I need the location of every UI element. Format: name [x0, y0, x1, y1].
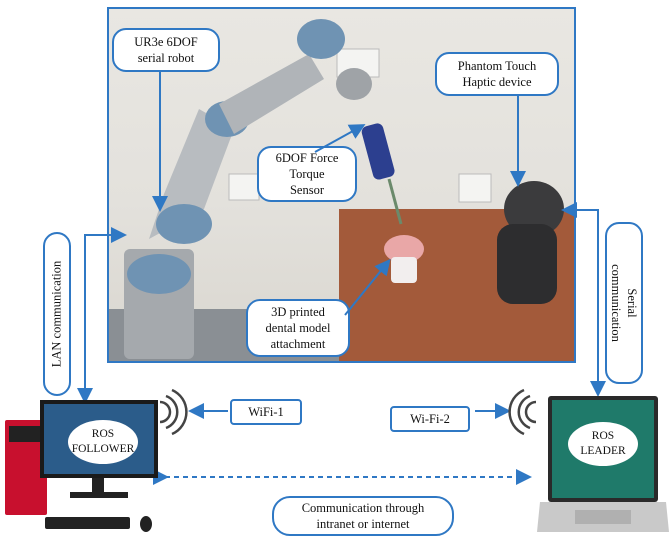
robot-upper-link — [219, 54, 324, 134]
robot-joint — [156, 204, 212, 244]
wifi-signal-icon — [159, 388, 188, 436]
serial-label: Serial communication — [605, 222, 643, 384]
dental-model — [384, 235, 424, 263]
lan-label: LAN communication — [43, 232, 71, 396]
serial-arrow — [561, 202, 599, 395]
keyboard-icon — [45, 517, 130, 529]
tool-probe — [387, 178, 403, 225]
dental-label: 3D printed dental model attachment — [246, 299, 350, 357]
haptic-base — [497, 224, 557, 304]
ft-sensor-label: 6DOF Force Torque Sensor — [257, 146, 357, 202]
wifi-signal-icon — [508, 388, 537, 436]
haptic-label: Phantom Touch Haptic device — [435, 52, 559, 96]
robot-joint — [127, 254, 191, 294]
lan-arrow-down — [77, 234, 125, 404]
network-label: Communication through intranet or intern… — [272, 496, 454, 536]
force-sensor — [361, 123, 395, 180]
robot-label: UR3e 6DOF serial robot — [112, 28, 220, 72]
ros-leader-label: ROS LEADER — [568, 422, 638, 466]
mouse-icon — [140, 516, 152, 532]
laptop-icon — [537, 396, 669, 532]
robot-joint — [297, 19, 345, 59]
robot-wrist — [336, 68, 372, 100]
lab-photo: UR3e 6DOF serial robot Phantom Touch Hap… — [107, 7, 576, 363]
wifi2-label: Wi-Fi-2 — [390, 406, 470, 432]
sensor-arrow — [314, 124, 366, 153]
ros-follower-label: ROS FOLLOWER — [68, 420, 138, 464]
haptic-device — [504, 181, 564, 237]
wifi1-label: WiFi-1 — [230, 399, 302, 425]
wall-socket — [458, 173, 492, 203]
dental-arrow — [344, 258, 391, 316]
dental-stand — [391, 257, 417, 283]
robot-lower-link — [149, 109, 234, 239]
